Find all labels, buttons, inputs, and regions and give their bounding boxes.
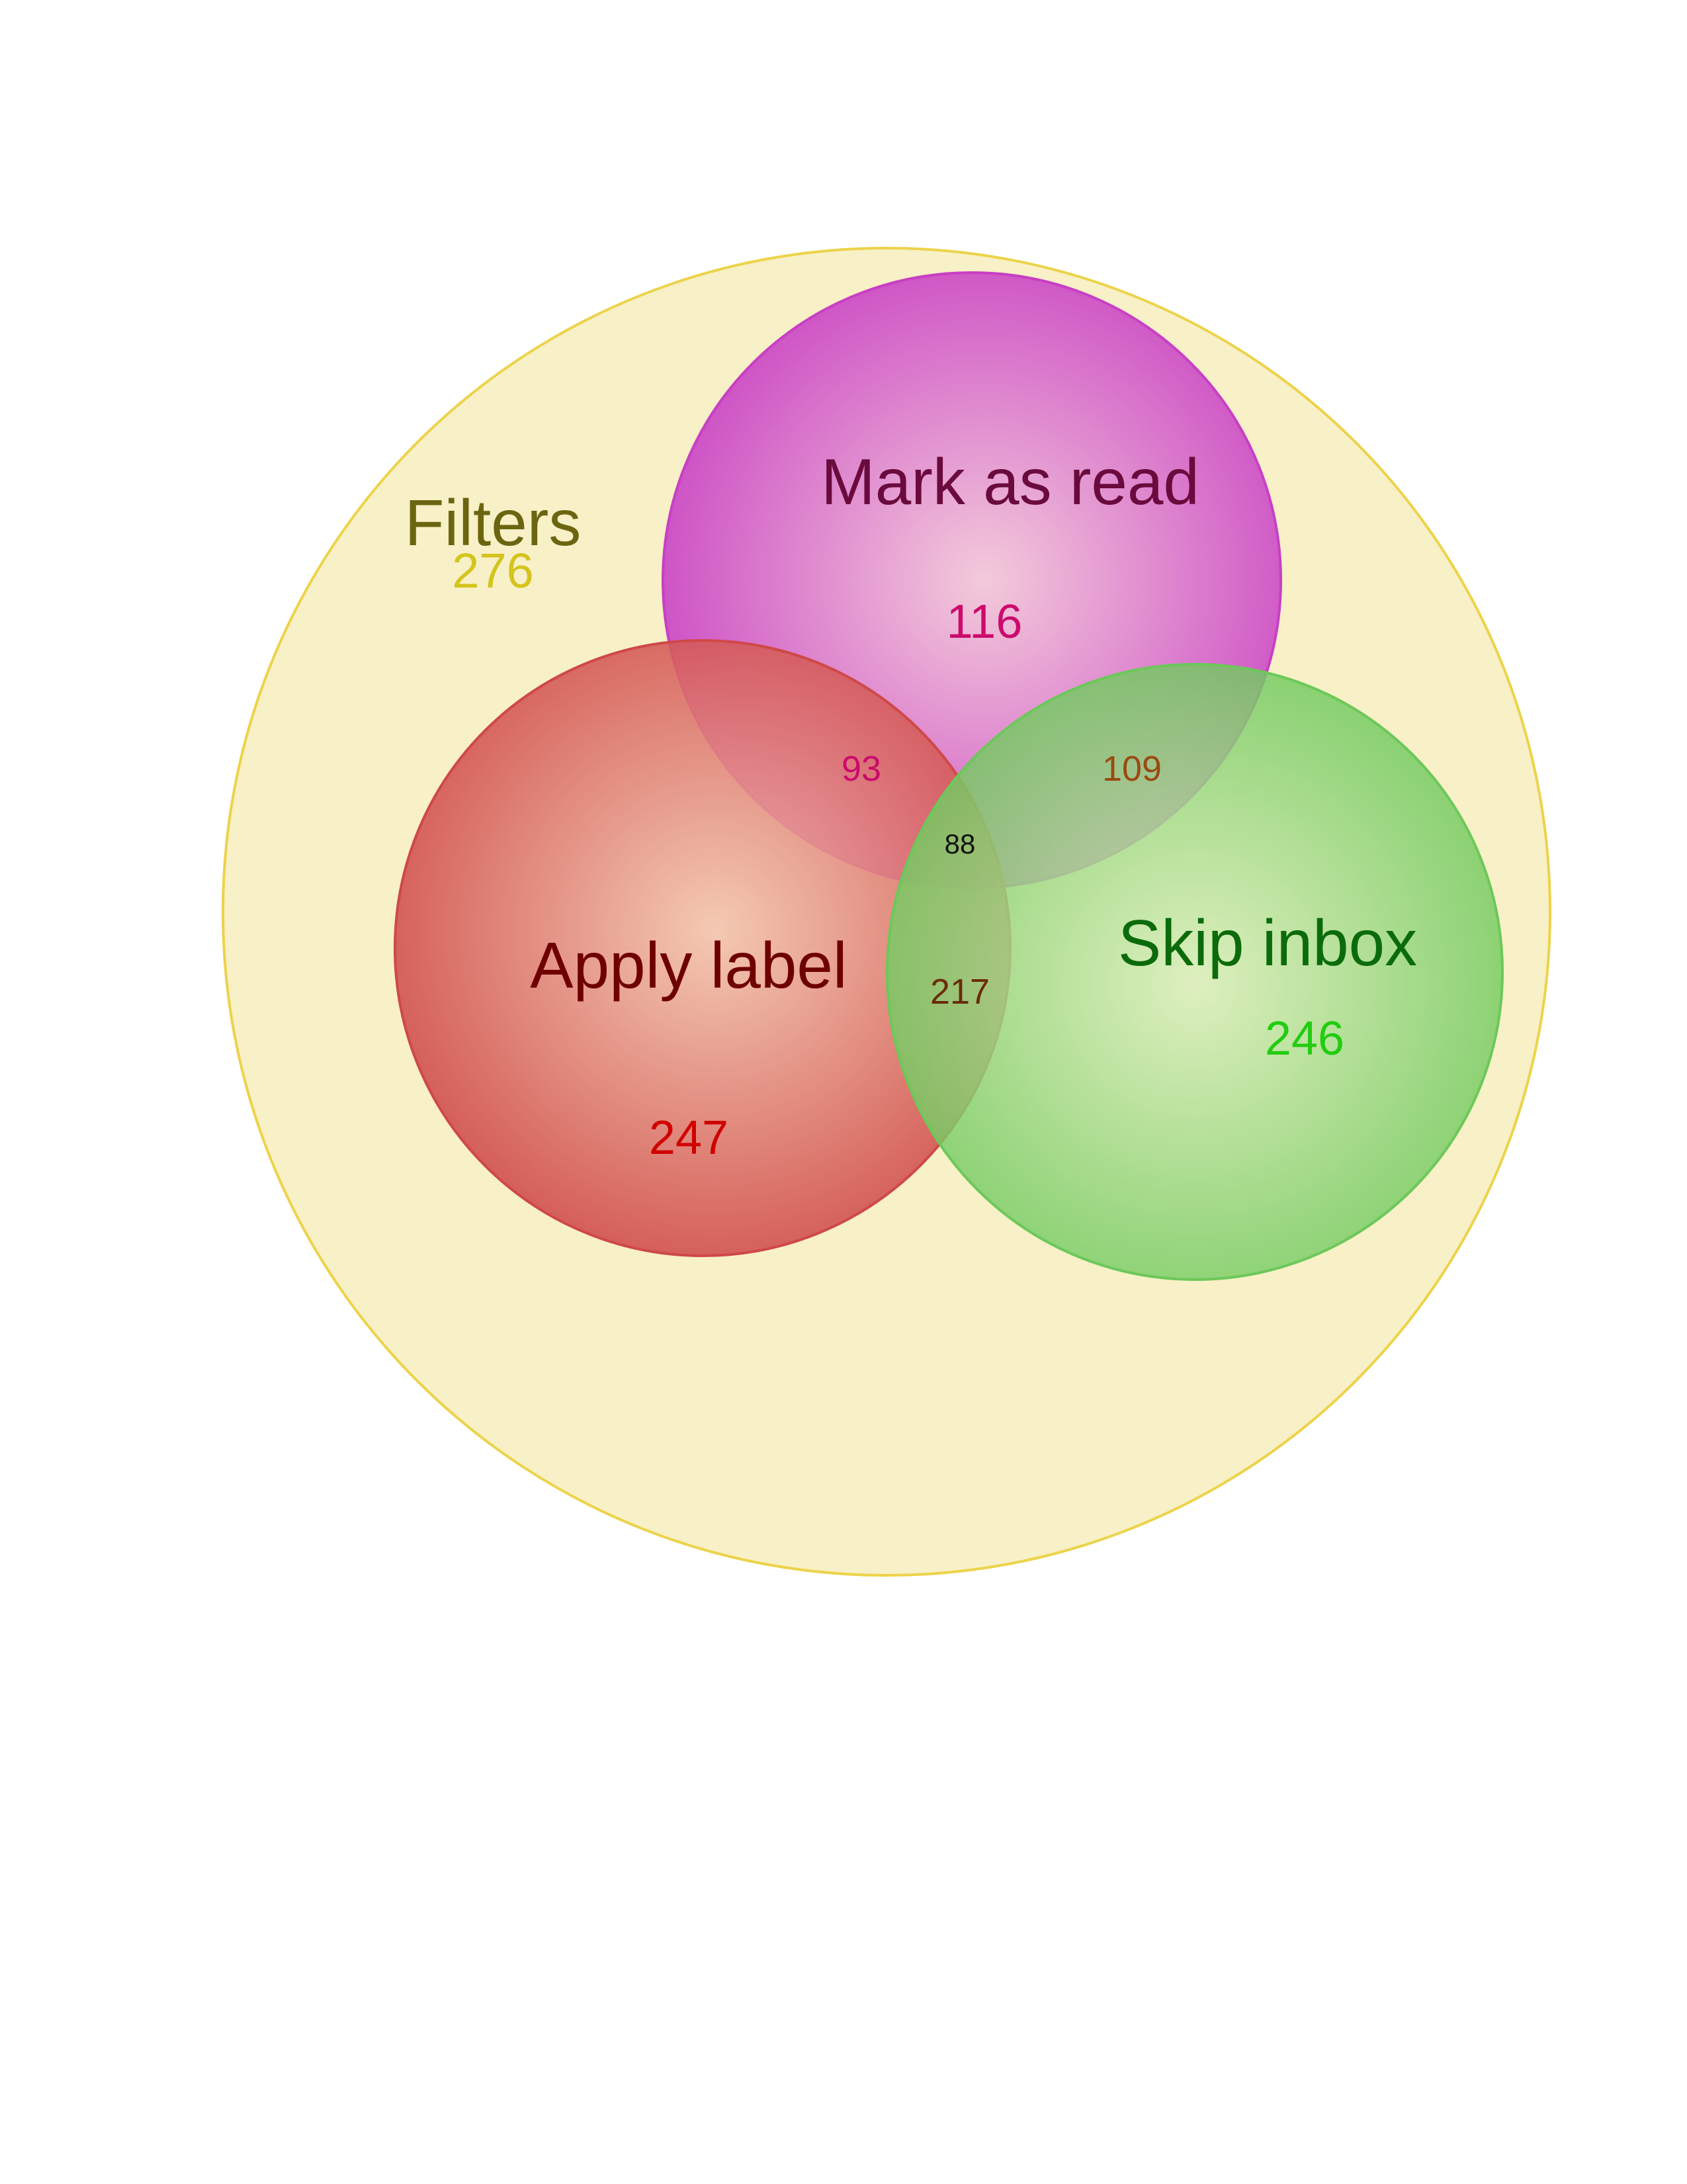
- skip-inbox-count: 246: [1265, 1012, 1344, 1065]
- intersection-read-label-count: 93: [842, 749, 881, 789]
- intersection-label-skip-count: 217: [930, 972, 990, 1012]
- skip-inbox-set-circle: [886, 663, 1504, 1281]
- apply-label-label: Apply label: [530, 929, 847, 1002]
- filters-count: 276: [452, 543, 533, 598]
- mark-as-read-count: 116: [947, 595, 1023, 648]
- skip-inbox-label: Skip inbox: [1118, 906, 1417, 979]
- apply-label-count: 247: [649, 1112, 728, 1164]
- mark-as-read-label: Mark as read: [821, 445, 1199, 518]
- intersection-all-count: 88: [945, 828, 976, 859]
- filters-label: Filters: [405, 486, 582, 559]
- intersection-read-skip-count: 109: [1102, 749, 1162, 789]
